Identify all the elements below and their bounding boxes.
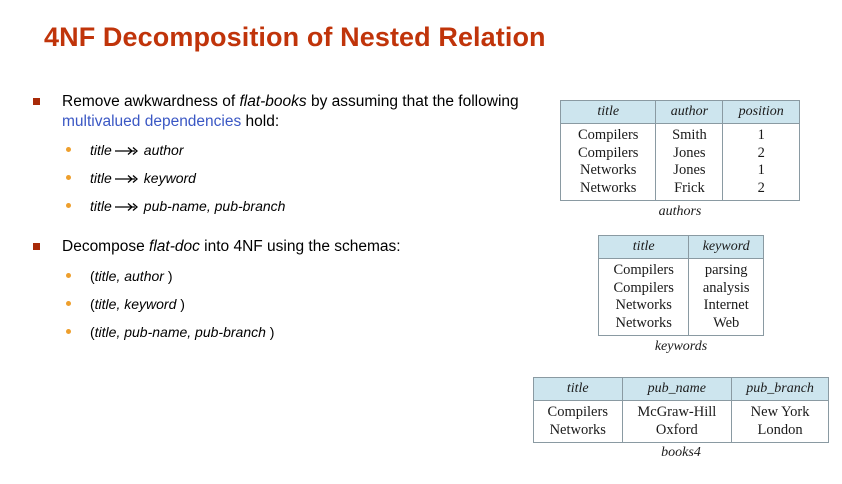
cell-title: Networks bbox=[597, 297, 690, 315]
table-row: Compilers Smith 1 bbox=[559, 123, 800, 145]
bullet-item-decompose: Decompose flat-doc into 4NF using the sc… bbox=[30, 237, 530, 257]
cell-position: 1 bbox=[722, 162, 800, 180]
mvd-right-keyword: keyword bbox=[143, 170, 196, 186]
sub-bullet-schema-keyword: (title, keyword ) bbox=[30, 295, 530, 313]
table-keywords: title keyword Compilers parsing Compiler… bbox=[597, 235, 764, 336]
cell-title: Networks bbox=[597, 314, 690, 336]
twoheadrightarrow-icon bbox=[114, 174, 141, 184]
table-row: Networks Internet bbox=[597, 297, 764, 315]
twoheadrightarrow-icon bbox=[114, 202, 141, 212]
cell-title: Compilers bbox=[559, 123, 657, 145]
schema-open-paren: ( bbox=[90, 267, 95, 284]
dot-bullet-icon bbox=[66, 147, 71, 152]
cell-pub-branch: New York bbox=[731, 400, 829, 422]
mvd-left-title: title bbox=[90, 170, 112, 186]
cell-title: Compilers bbox=[597, 258, 690, 280]
schema-fields-title-pub: title, pub-name, pub-branch bbox=[94, 323, 266, 340]
table-caption-authors: authors bbox=[658, 204, 702, 219]
sub-bullet-mvd-author: title author bbox=[30, 141, 530, 159]
cell-title: Networks bbox=[559, 179, 657, 201]
column-header-title: title bbox=[533, 377, 623, 401]
bullet2-emphasis-flat-doc: flat-doc bbox=[149, 238, 200, 255]
bullet2-text-part1: Decompose bbox=[62, 238, 150, 255]
square-bullet-icon bbox=[33, 98, 40, 105]
cell-pub-branch: London bbox=[731, 421, 829, 443]
cell-keyword: analysis bbox=[688, 279, 764, 297]
cell-title: Networks bbox=[559, 162, 657, 180]
cell-author: Frick bbox=[655, 179, 724, 201]
dot-bullet-icon bbox=[66, 175, 71, 180]
cell-title: Compilers bbox=[559, 144, 657, 162]
sub-bullet-schema-author: (title, author ) bbox=[30, 267, 530, 285]
cell-pub-name: McGraw-Hill bbox=[621, 400, 733, 422]
square-bullet-icon bbox=[33, 243, 40, 250]
column-header-position: position bbox=[722, 100, 800, 124]
bullet-item-remove-awkwardness: Remove awkwardness of flat-books by assu… bbox=[30, 92, 530, 131]
cell-position: 2 bbox=[722, 179, 800, 201]
table-row: Networks Oxford London bbox=[533, 421, 829, 443]
dot-bullet-icon bbox=[66, 203, 71, 208]
mvd-left-title: title bbox=[90, 142, 112, 158]
table-books4: title pub_name pub_branch Compilers McGr… bbox=[533, 377, 829, 443]
schema-open-paren: ( bbox=[90, 323, 95, 340]
table-header-row: title keyword bbox=[597, 235, 764, 259]
schema-fields-title-keyword: title, keyword bbox=[94, 295, 177, 312]
spacer bbox=[30, 215, 530, 237]
column-header-pub-name: pub_name bbox=[621, 377, 733, 401]
mvd-right-pub-name-branch: pub-name, pub-branch bbox=[143, 198, 286, 214]
table-row: Compilers Jones 2 bbox=[559, 144, 800, 162]
sub-bullet-mvd-keyword: title keyword bbox=[30, 169, 530, 187]
table-header-row: title author position bbox=[559, 100, 800, 124]
bullet1-text-part3: hold: bbox=[241, 112, 280, 130]
bullet1-text-part2: by assuming that the following bbox=[306, 93, 519, 110]
bullet1-link-multivalued-dependencies: multivalued dependencies bbox=[62, 112, 242, 130]
cell-pub-name: Oxford bbox=[621, 421, 733, 443]
bullet-content: Remove awkwardness of flat-books by assu… bbox=[30, 92, 530, 341]
mvd-right-author: author bbox=[143, 142, 184, 158]
schema-fields-title-author: title, author bbox=[94, 267, 164, 284]
table-row: Compilers analysis bbox=[597, 279, 764, 297]
twoheadrightarrow-icon bbox=[114, 146, 141, 156]
column-header-title: title bbox=[597, 235, 690, 259]
table-row: Compilers McGraw-Hill New York bbox=[533, 400, 829, 422]
schema-close-paren: ) bbox=[176, 295, 185, 312]
schema-close-paren: ) bbox=[163, 267, 173, 284]
schema-close-paren: ) bbox=[265, 323, 275, 340]
column-header-keyword: keyword bbox=[688, 235, 764, 259]
column-header-pub-branch: pub_branch bbox=[731, 377, 829, 401]
dot-bullet-icon bbox=[66, 300, 71, 306]
column-header-author: author bbox=[655, 100, 724, 124]
cell-title: Networks bbox=[533, 421, 623, 443]
schema-open-paren: ( bbox=[90, 295, 95, 312]
page-title: 4NF Decomposition of Nested Relation bbox=[44, 22, 546, 52]
sub-bullet-mvd-pub: title pub-name, pub-branch bbox=[30, 197, 530, 215]
dot-bullet-icon bbox=[66, 272, 71, 278]
table-authors: title author position Compilers Smith 1 … bbox=[559, 100, 800, 201]
cell-author: Smith bbox=[655, 123, 724, 145]
table-header-row: title pub_name pub_branch bbox=[533, 377, 829, 401]
bullet1-text-part1: Remove awkwardness of bbox=[62, 93, 240, 110]
cell-author: Jones bbox=[655, 144, 724, 162]
table-caption-keywords: keywords bbox=[654, 339, 708, 354]
cell-keyword: Internet bbox=[688, 297, 764, 315]
table-row: Networks Web bbox=[597, 314, 764, 336]
cell-position: 2 bbox=[722, 144, 800, 162]
sub-bullet-schema-pub: (title, pub-name, pub-branch ) bbox=[30, 323, 530, 341]
bullet1-emphasis-flat-books: flat-books bbox=[239, 93, 307, 110]
cell-keyword: parsing bbox=[688, 258, 764, 280]
table-row: Compilers parsing bbox=[597, 258, 764, 280]
table-row: Networks Frick 2 bbox=[559, 179, 800, 201]
dot-bullet-icon bbox=[66, 328, 71, 334]
table-row: Networks Jones 1 bbox=[559, 162, 800, 180]
cell-position: 1 bbox=[722, 123, 800, 145]
cell-keyword: Web bbox=[688, 314, 764, 336]
table-caption-books4: books4 bbox=[661, 445, 701, 460]
cell-author: Jones bbox=[655, 162, 724, 180]
cell-title: Compilers bbox=[533, 400, 623, 422]
mvd-left-title: title bbox=[90, 198, 112, 214]
column-header-title: title bbox=[559, 100, 657, 124]
cell-title: Compilers bbox=[597, 279, 690, 297]
bullet2-text-part2: into 4NF using the schemas: bbox=[199, 238, 401, 255]
